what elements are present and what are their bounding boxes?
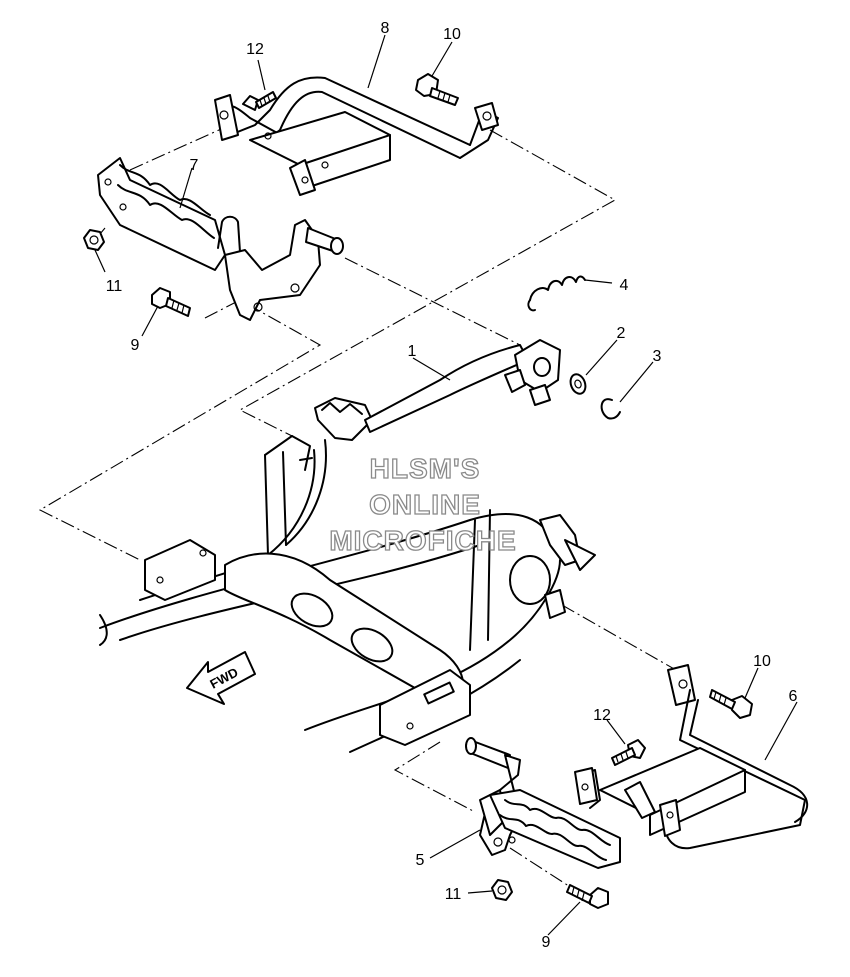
part-10-bolt-upper [415, 73, 459, 106]
part-10-bolt-lower [709, 689, 753, 719]
callout-leader-lines [94, 34, 798, 936]
callout-10-lower: 10 [753, 653, 771, 670]
part-7-footrest-upper [97, 157, 344, 321]
callout-3: 3 [653, 348, 662, 365]
frame-structure [99, 435, 596, 753]
callout-numbers: 8 12 10 7 11 9 4 1 2 3 10 6 12 5 11 9 [106, 20, 798, 951]
part-12-bolt-lower [611, 739, 646, 766]
part-11-nut-lower [491, 879, 513, 901]
part-6-footrest-bar-lower [574, 664, 809, 850]
callout-7: 7 [190, 157, 199, 174]
watermark-line-1: HLSM'S [370, 453, 481, 484]
callout-10-upper: 10 [443, 26, 461, 43]
part-9-bolt-upper [151, 287, 191, 317]
part-1-brake-pedal [314, 339, 561, 441]
callout-12-upper: 12 [246, 41, 264, 58]
callout-12-lower: 12 [593, 707, 611, 724]
part-8-footrest-bar-upper [214, 76, 499, 196]
part-2-washer [569, 373, 587, 395]
callout-6: 6 [789, 688, 798, 705]
callout-2: 2 [617, 325, 626, 342]
assembly-guide-lines [38, 124, 691, 891]
watermark: HLSM'S ONLINE MICROFICHE [329, 452, 517, 556]
callout-5: 5 [416, 852, 425, 869]
part-12-bolt-upper [242, 91, 277, 111]
part-11-nut-upper [83, 229, 105, 251]
callout-11-lower: 11 [445, 886, 462, 903]
callout-4: 4 [620, 277, 629, 294]
forward-direction-arrow: FWD [186, 651, 256, 705]
watermark-line-2: ONLINE [369, 489, 481, 520]
callout-11-upper: 11 [106, 278, 123, 295]
part-9-bolt-lower [566, 884, 609, 909]
callout-9-lower: 9 [542, 934, 551, 951]
part-3-circlip [600, 398, 621, 420]
callout-1: 1 [408, 343, 417, 360]
callout-8: 8 [381, 20, 390, 37]
callout-9-upper: 9 [131, 337, 140, 354]
part-5-footrest-lower [465, 737, 621, 869]
part-4-spring [527, 275, 586, 312]
watermark-line-3: MICROFICHE [329, 525, 516, 556]
